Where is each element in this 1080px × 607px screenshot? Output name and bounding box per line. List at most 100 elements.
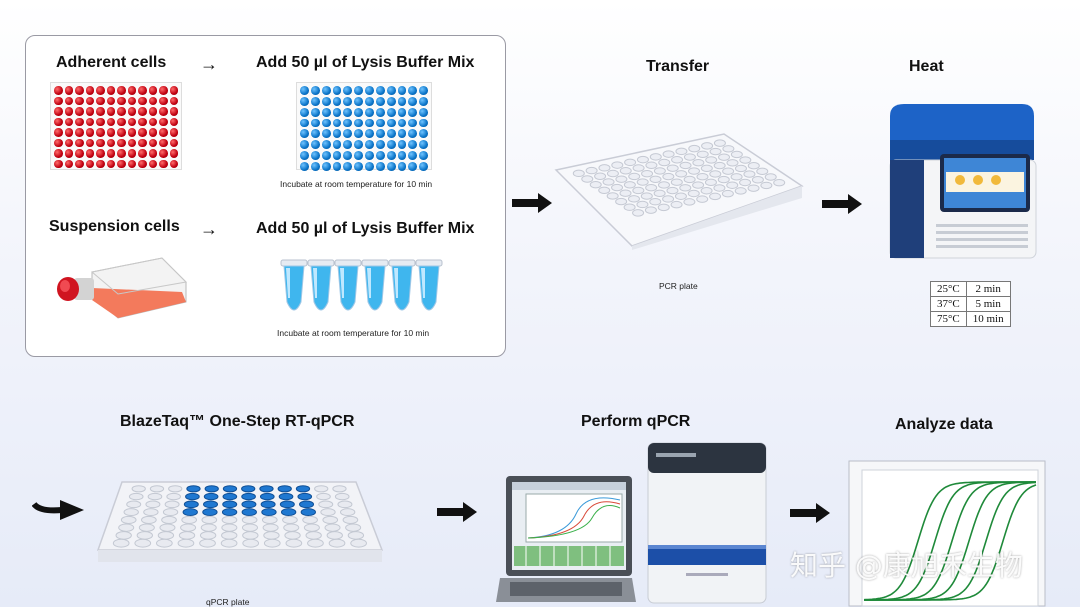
well [300,161,309,171]
well [632,209,645,217]
well [756,167,769,176]
well [138,149,147,158]
well [581,175,594,183]
well [671,156,684,164]
well [300,107,309,117]
well [747,184,760,192]
well [343,96,353,106]
well [653,189,666,198]
well [675,170,688,178]
well [670,178,683,186]
well [85,159,94,168]
well [674,192,687,200]
well [259,485,274,493]
well [199,531,217,540]
well [159,159,168,168]
well [201,515,218,524]
tube-highlight [313,268,317,298]
well [332,140,342,150]
well [321,140,331,150]
well [354,107,364,117]
well [54,149,63,158]
well [365,96,374,106]
well [683,153,696,161]
well [117,128,126,137]
qpcr-plate-caption: qPCR plate [206,597,250,607]
well [85,149,94,158]
well [169,117,178,126]
add-lysis-buffer-label-1: Add 50 µl of Lysis Buffer Mix [256,54,475,71]
well [713,139,726,147]
well [419,129,429,139]
well [700,187,713,195]
well [220,538,238,548]
well [332,96,342,106]
well [419,161,429,171]
arrow-right-icon: → [200,219,218,239]
well [85,128,94,137]
well [679,161,692,170]
well [623,203,636,211]
well [365,140,374,150]
well [263,538,281,548]
well [148,107,157,116]
tube-cap [307,259,335,267]
well [169,138,178,147]
arrow-right-icon: → [200,54,218,74]
well [773,178,786,187]
well [594,172,607,180]
well [182,508,198,517]
well [397,107,407,117]
well [221,515,238,524]
well [180,523,197,532]
well [734,187,747,195]
well [85,107,94,116]
well [696,150,709,158]
well [375,129,385,139]
heat-step-duration: 10 min [965,311,1011,327]
well [585,166,598,175]
well [320,508,336,517]
well [354,118,364,128]
suspension-cells-label: Suspension cells [49,218,180,235]
well [310,151,320,160]
well [156,538,173,548]
well [106,107,115,116]
well [419,151,429,160]
well [386,107,396,117]
well [321,161,331,171]
well [199,538,216,548]
well [161,515,177,524]
well [645,183,658,192]
pcr-plate-caption: PCR plate [659,281,698,291]
well [332,151,342,160]
well [202,508,218,517]
well [117,96,126,105]
well [726,181,739,189]
well [148,128,157,137]
well [343,129,353,139]
well [747,162,760,170]
well [666,164,679,172]
lysis-buffer-plate [296,82,432,171]
well [75,128,84,137]
well [106,128,115,137]
well [64,86,73,95]
well [221,508,238,517]
well [419,107,429,117]
well [619,189,632,197]
well [640,192,653,200]
well [606,169,619,178]
well [657,181,670,189]
well [326,531,343,540]
well [700,164,713,173]
well [96,138,105,147]
well [386,118,396,128]
perform-qpcr-label: Perform qPCR [581,413,691,430]
well [138,523,155,532]
well [159,107,168,116]
well [127,149,136,158]
well [375,161,385,171]
well [300,140,309,150]
